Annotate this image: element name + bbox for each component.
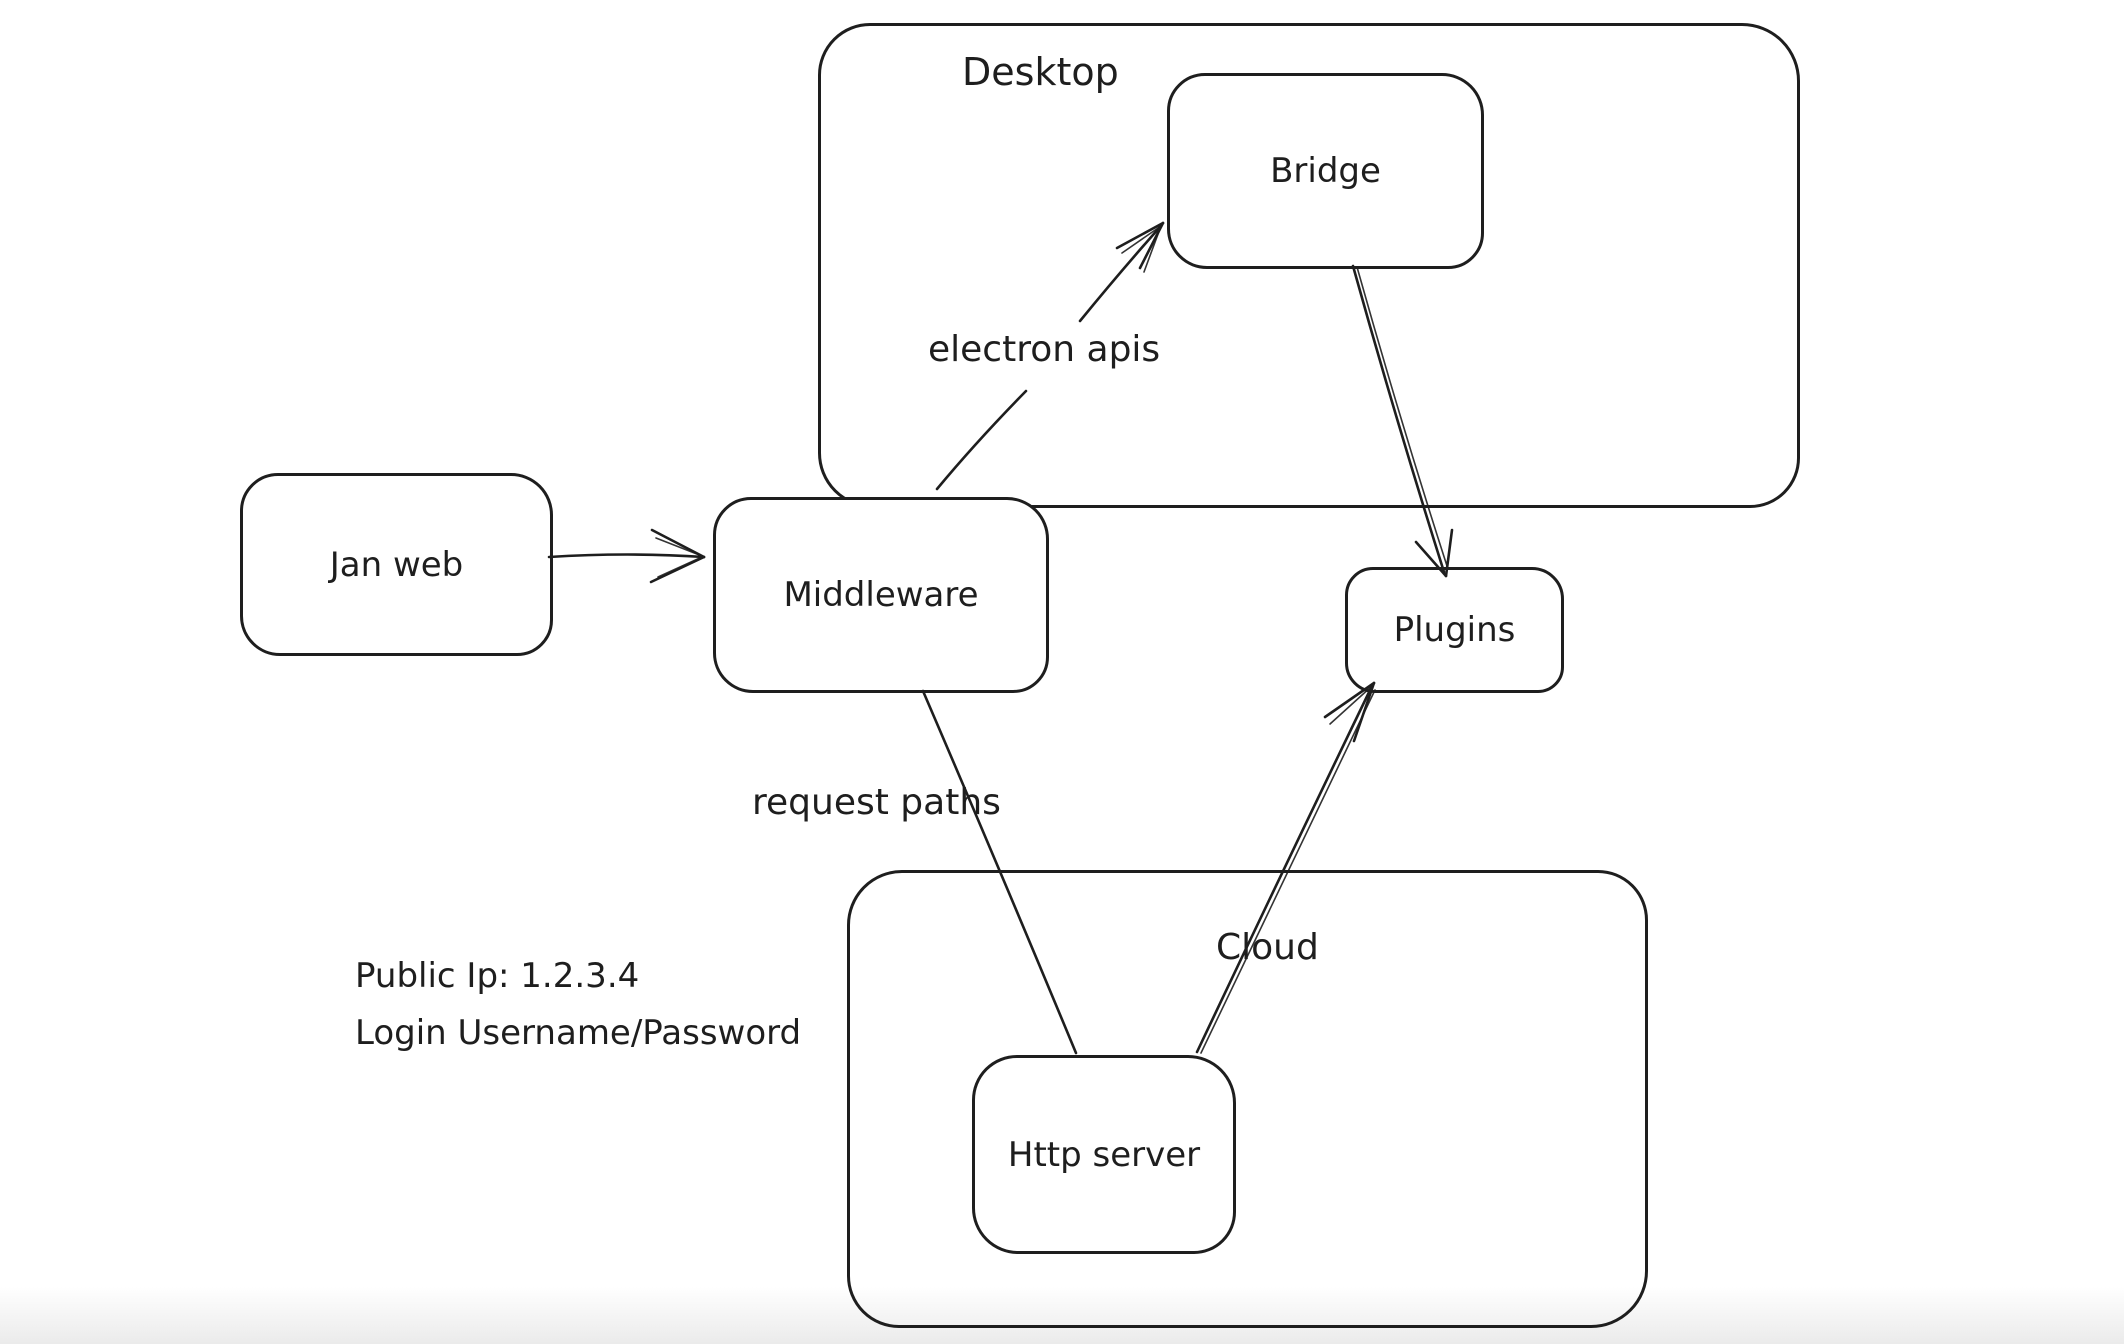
- node-label: Jan web: [329, 544, 464, 585]
- edge-bridge-plugins[interactable]: [1351, 264, 1454, 578]
- label-desktop[interactable]: Desktop: [962, 50, 1119, 94]
- node-label: Bridge: [1270, 151, 1381, 191]
- edge-middleware-bridge[interactable]: [935, 221, 1165, 491]
- node-label: Plugins: [1393, 610, 1516, 650]
- edge-janweb-middleware[interactable]: [547, 528, 706, 584]
- node-label: Http server: [1007, 1134, 1201, 1175]
- node-bridge[interactable]: Bridge: [1167, 73, 1484, 269]
- edge-httpserver-plugins[interactable]: [1195, 681, 1376, 1054]
- cloud-container[interactable]: [847, 870, 1648, 1328]
- node-label: Middleware: [783, 575, 979, 615]
- note-block[interactable]: Public Ip: 1.2.3.4 Login Username/Passwo…: [355, 948, 801, 1062]
- node-http-server[interactable]: Http server: [972, 1055, 1236, 1254]
- edge-middleware-httpserver[interactable]: [921, 689, 1078, 1055]
- note-line-login: Login Username/Password: [355, 1013, 802, 1053]
- node-middleware[interactable]: Middleware: [713, 497, 1049, 693]
- note-line-public-ip: Public Ip: 1.2.3.4: [355, 956, 640, 996]
- label-cloud[interactable]: Cloud: [1216, 927, 1319, 968]
- node-jan-web[interactable]: Jan web: [240, 473, 553, 656]
- label-request-paths[interactable]: request paths: [752, 782, 1001, 823]
- label-electron-apis[interactable]: electron apis: [928, 329, 1161, 370]
- desktop-container[interactable]: [818, 23, 1800, 508]
- node-plugins[interactable]: Plugins: [1345, 567, 1564, 693]
